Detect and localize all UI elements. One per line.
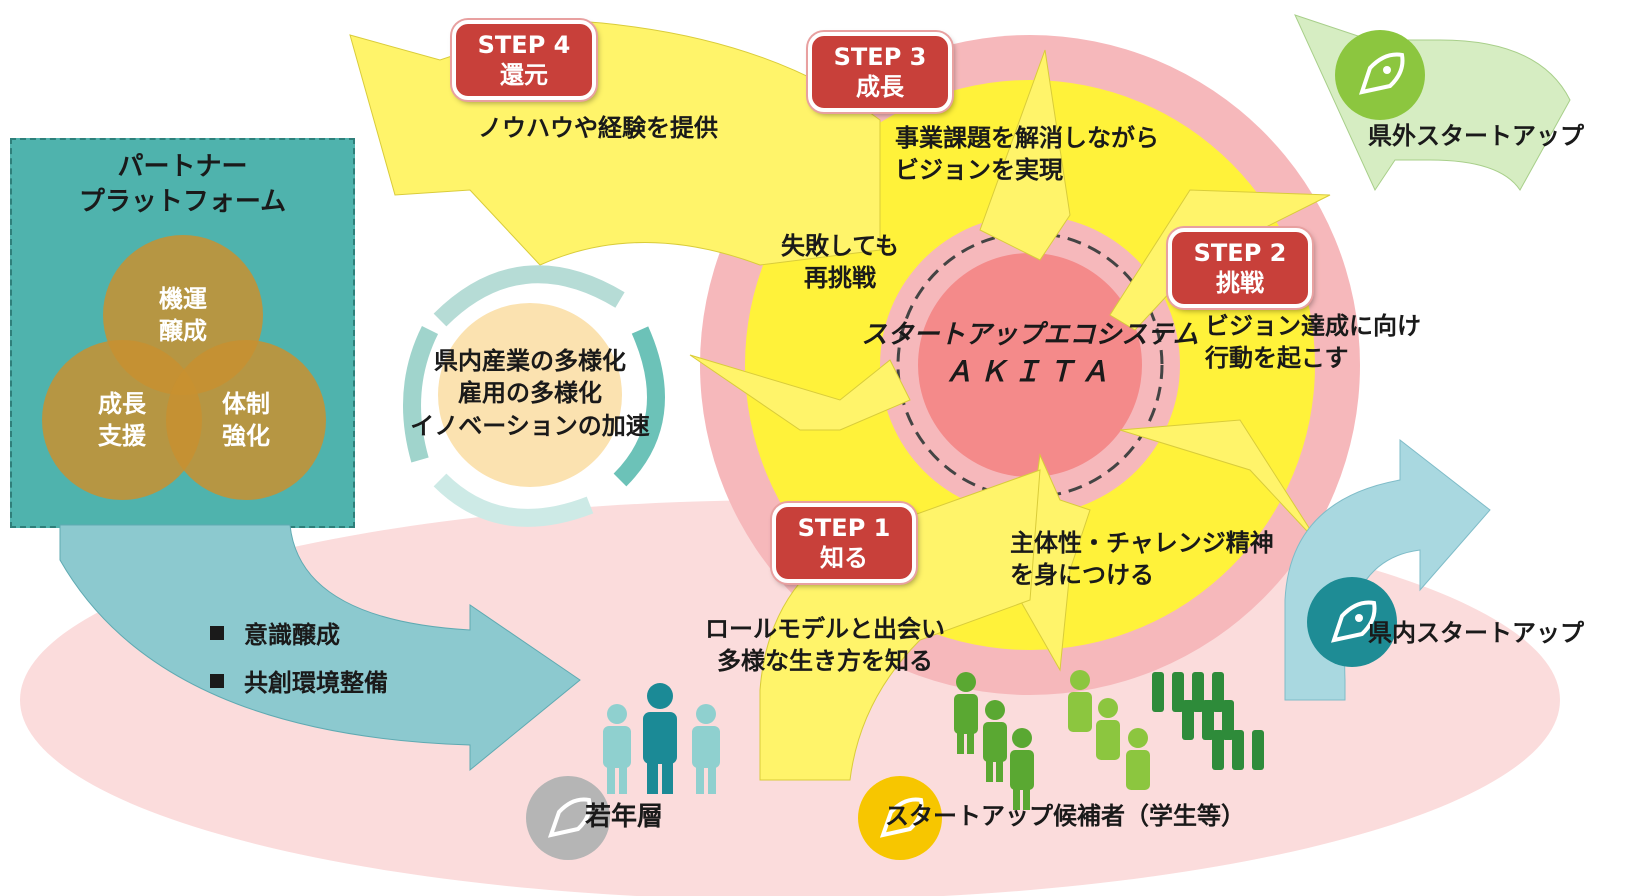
cycle-background (438, 303, 622, 487)
cycle-arrow-left (403, 325, 439, 463)
step1b-line2: 多様な生き方を知る (717, 647, 933, 676)
step3-label: STEP 3 (833, 43, 927, 71)
step3-desc-line1: 事業課題を解消しながら (895, 124, 1159, 152)
retry-line2: 再挑戦 (804, 264, 876, 293)
step2-desc-line2: 行動を起こす (1205, 344, 1349, 373)
candidates-label: スタートアップ候補者（学生等） (885, 802, 1245, 830)
rocket-icon-inside (1307, 577, 1397, 667)
cycle-line2: 雇用の多様化 (458, 379, 602, 408)
cycle-line3: イノベーションの加速 (410, 411, 650, 440)
rocket-icon-candidates (858, 776, 942, 860)
circle-right-line2: 強化 (222, 422, 270, 451)
circle-left-line2: 支援 (98, 422, 146, 451)
retry-arrow (689, 354, 911, 431)
step1a-line2: を身につける (1010, 561, 1154, 590)
cycle-arrow-bottom (433, 473, 594, 527)
circle-top-label: 機運 醸成 (133, 283, 233, 348)
bullet-awareness: 意識醸成 (210, 615, 340, 650)
retry-line1: 失敗しても (780, 232, 900, 260)
partner-title: パートナー プラットフォーム (10, 150, 355, 220)
step3-arrow (979, 49, 1071, 261)
cycle-line1: 県内産業の多様化 (434, 347, 626, 375)
cycle-arrow-right (613, 326, 665, 487)
center-title: スタートアップエコシステム ＡＫＩＴＡ (860, 318, 1200, 391)
step2-description: ビジョン達成に向け 行動を起こす (1205, 310, 1421, 375)
step4-description: ノウハウや経験を提供 (478, 114, 718, 142)
step3-badge: STEP 3 成長 (808, 32, 952, 112)
step4-badge: STEP 4 還元 (452, 20, 596, 100)
circle-left-line1: 成長 (98, 390, 146, 418)
bullet-environment: 共創環境整備 (210, 663, 388, 698)
step2-badge: STEP 2 挑戦 (1168, 228, 1312, 308)
bullet-square (210, 626, 224, 640)
retry-description: 失敗しても 再挑戦 (770, 230, 910, 295)
step1-label: STEP 1 (797, 514, 891, 542)
step4-label: STEP 4 (477, 31, 571, 59)
outside-startup-label: 県外スタートアップ (1368, 122, 1584, 150)
step1-lower-arrow (759, 469, 1041, 781)
step1b-description: ロールモデルと出会い 多様な生き方を知る (700, 613, 950, 678)
step3-desc-line2: ビジョンを実現 (895, 156, 1063, 185)
step1a-line1: 主体性・チャレンジ精神 (1010, 529, 1274, 557)
person-icon-candidates-group (954, 670, 1264, 810)
step1-title: 知る (820, 544, 868, 572)
cycle-arrow-top (433, 265, 625, 327)
youth-label: 若年層 (585, 802, 664, 832)
person-icon-youth-group (603, 683, 720, 794)
rocket-icon-youth (526, 776, 610, 860)
bullet-environment-text: 共創環境整備 (244, 669, 388, 697)
step1a-description: 主体性・チャレンジ精神 を身につける (1010, 527, 1274, 592)
step1-badge: STEP 1 知る (772, 503, 916, 583)
rocket-icon-outside (1335, 30, 1425, 120)
step2-arrow (1109, 189, 1331, 331)
center-line2: ＡＫＩＴＡ (944, 355, 1115, 389)
outside-arrow (1294, 14, 1571, 192)
circle-right-label: 体制 強化 (196, 388, 296, 453)
step2-desc-line1: ビジョン達成に向け (1205, 312, 1421, 340)
step3-title: 成長 (856, 73, 904, 101)
step1b-line1: ロールモデルと出会い (705, 615, 945, 643)
circle-left-label: 成長 支援 (72, 388, 172, 453)
partner-title-line2: プラットフォーム (78, 187, 287, 218)
circle-right-line1: 体制 (222, 390, 270, 418)
circle-top-line1: 機運 (159, 285, 207, 313)
step3-description: 事業課題を解消しながら ビジョンを実現 (895, 122, 1159, 187)
step4-title: 還元 (500, 61, 548, 89)
center-line1: スタートアップエコシステム (861, 320, 1199, 350)
bullet-square (210, 674, 224, 688)
circle-right (166, 340, 326, 500)
bullet-awareness-text: 意識醸成 (244, 621, 340, 649)
core-circle (918, 253, 1142, 477)
cycle-text: 県内産業の多様化 雇用の多様化 イノベーションの加速 (410, 345, 650, 442)
step2-title: 挑戦 (1216, 269, 1264, 297)
step2-label: STEP 2 (1193, 239, 1287, 267)
inside-startup-label: 県内スタートアップ (1368, 619, 1584, 647)
partner-arrow (59, 524, 581, 772)
circle-top-line2: 醸成 (159, 317, 207, 346)
circle-left (42, 340, 202, 500)
partner-title-line1: パートナー (117, 152, 248, 182)
